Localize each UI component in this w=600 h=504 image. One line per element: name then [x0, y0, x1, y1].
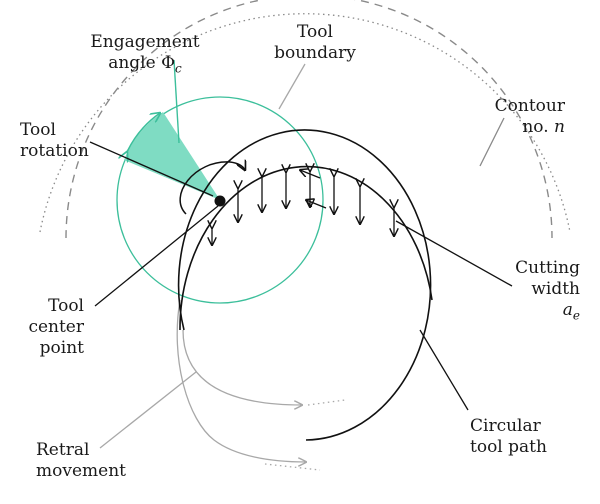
retral-loop-lower — [176, 299, 306, 462]
engagement-line2: angle Φc — [108, 53, 182, 76]
circular-line1: Circular — [470, 416, 541, 436]
contour-dashed-arc — [65, 0, 553, 239]
engagement-angle-label: Engagement angle Φc — [80, 32, 210, 74]
retral-pointer-line — [99, 371, 197, 449]
cutting-width-line1: Cutting — [515, 258, 580, 278]
tool-boundary-leader — [278, 63, 306, 110]
tool-rotation-arrow — [179, 162, 245, 215]
tool-center-dot — [214, 195, 226, 207]
contour-leader — [479, 117, 505, 167]
engagement-line1: Engagement — [90, 32, 200, 52]
tool-boundary-line2: boundary — [274, 43, 356, 63]
tool-center-line3: point — [39, 338, 84, 358]
tool-center-leader — [94, 205, 219, 307]
engagement-arc-marker — [127, 113, 160, 152]
circular-line2: tool path — [470, 437, 547, 457]
tool-center-line2: center — [28, 317, 84, 337]
tool-path-circle-lower — [177, 129, 432, 441]
retral-line1: Retral — [36, 440, 90, 460]
circular-path-leader — [419, 329, 469, 411]
cutting-width-label: Cutting width ae — [490, 258, 580, 321]
cutting-width-line2: width — [531, 279, 580, 299]
tool-rotation-line2: rotation — [20, 141, 89, 161]
retral-movement-label: Retral movement — [36, 440, 126, 482]
tool-rotation-line1: Tool — [20, 120, 56, 140]
retral-loop-upper — [182, 329, 302, 405]
contour-line1: Contour — [494, 96, 565, 116]
retral-loop-upper-dots — [307, 399, 346, 406]
retral-loop-lower-dots — [264, 463, 321, 471]
tool-boundary-circle — [116, 96, 324, 304]
tool-boundary-line1: Tool — [297, 22, 333, 42]
tool-rotation-leader — [89, 141, 214, 197]
path-direction-arrow-top — [300, 170, 321, 179]
retral-line2: movement — [36, 461, 126, 481]
cutting-width-leader — [395, 220, 513, 287]
tool-center-label: Tool center point — [14, 296, 84, 359]
tool-center-line1: Tool — [48, 296, 84, 316]
path-direction-arrow-low — [306, 200, 327, 209]
contour-line2: no. n — [522, 117, 565, 137]
tool-rotation-label: Tool rotation — [20, 120, 89, 162]
tool-boundary-label: Tool boundary — [260, 22, 370, 64]
cutting-width-line3: ae — [562, 300, 580, 323]
circular-path-label: Circular tool path — [470, 416, 547, 458]
engagement-angle-sector — [124, 112, 220, 200]
cutting-width-arrows — [212, 171, 394, 245]
tool-path-circle-upper — [179, 165, 433, 331]
contour-label: Contour no. n — [480, 96, 565, 138]
engagement-arrow-line — [173, 59, 180, 144]
